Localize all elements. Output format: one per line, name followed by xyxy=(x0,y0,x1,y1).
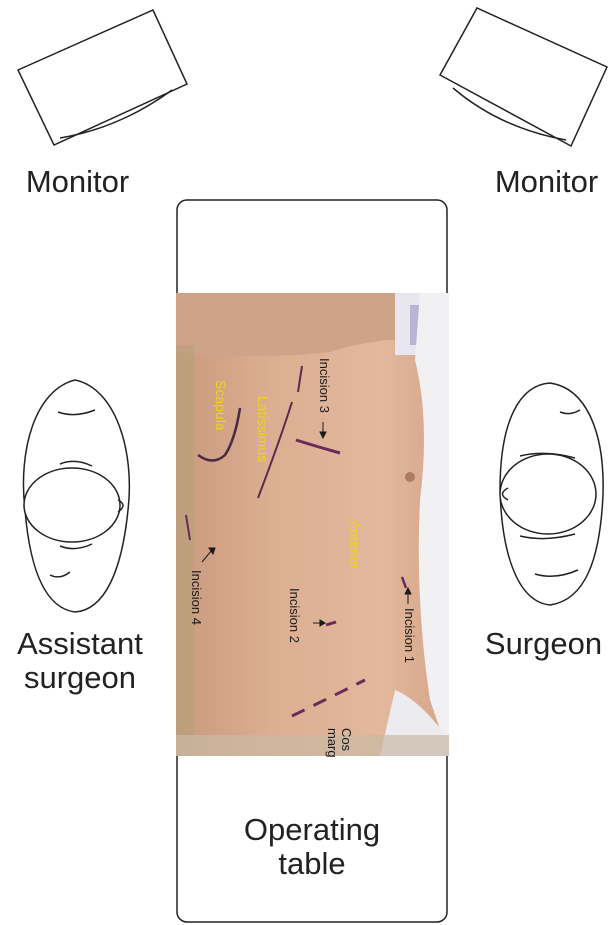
scapula-label: Scapula xyxy=(213,380,229,431)
assistant-surgeon-label-line2: surgeon xyxy=(0,661,160,695)
incision-4-label: Incision 4 xyxy=(189,570,204,625)
operating-table-label: Operating table xyxy=(212,813,412,881)
surgeon-figure-icon xyxy=(500,383,603,605)
assistant-surgeon-label-line1: Assistant xyxy=(0,627,160,661)
surgeon-label: Surgeon xyxy=(472,627,615,661)
patient-photo xyxy=(176,293,449,756)
monitor-right-label: Monitor xyxy=(478,165,615,199)
assistant-surgeon-label: Assistant surgeon xyxy=(0,627,160,695)
operating-table-label-line1: Operating xyxy=(212,813,412,847)
monitor-right-icon xyxy=(440,8,607,146)
costal-margin-label-line1: Cos xyxy=(339,728,354,752)
latissimus-label: Latissimus xyxy=(255,396,271,462)
incision-3-label: Incision 3 xyxy=(317,358,332,413)
assistant-surgeon-figure-icon xyxy=(23,380,129,612)
costal-margin-label-line2: marg xyxy=(325,728,340,758)
incision-1-label: Incision 1 xyxy=(402,608,417,663)
anterior-label: Anterior xyxy=(347,520,363,569)
monitor-left-label: Monitor xyxy=(10,165,145,199)
monitor-left-icon xyxy=(18,10,187,145)
operating-table-label-line2: table xyxy=(212,847,412,881)
incision-2-label: Incision 2 xyxy=(287,588,302,643)
